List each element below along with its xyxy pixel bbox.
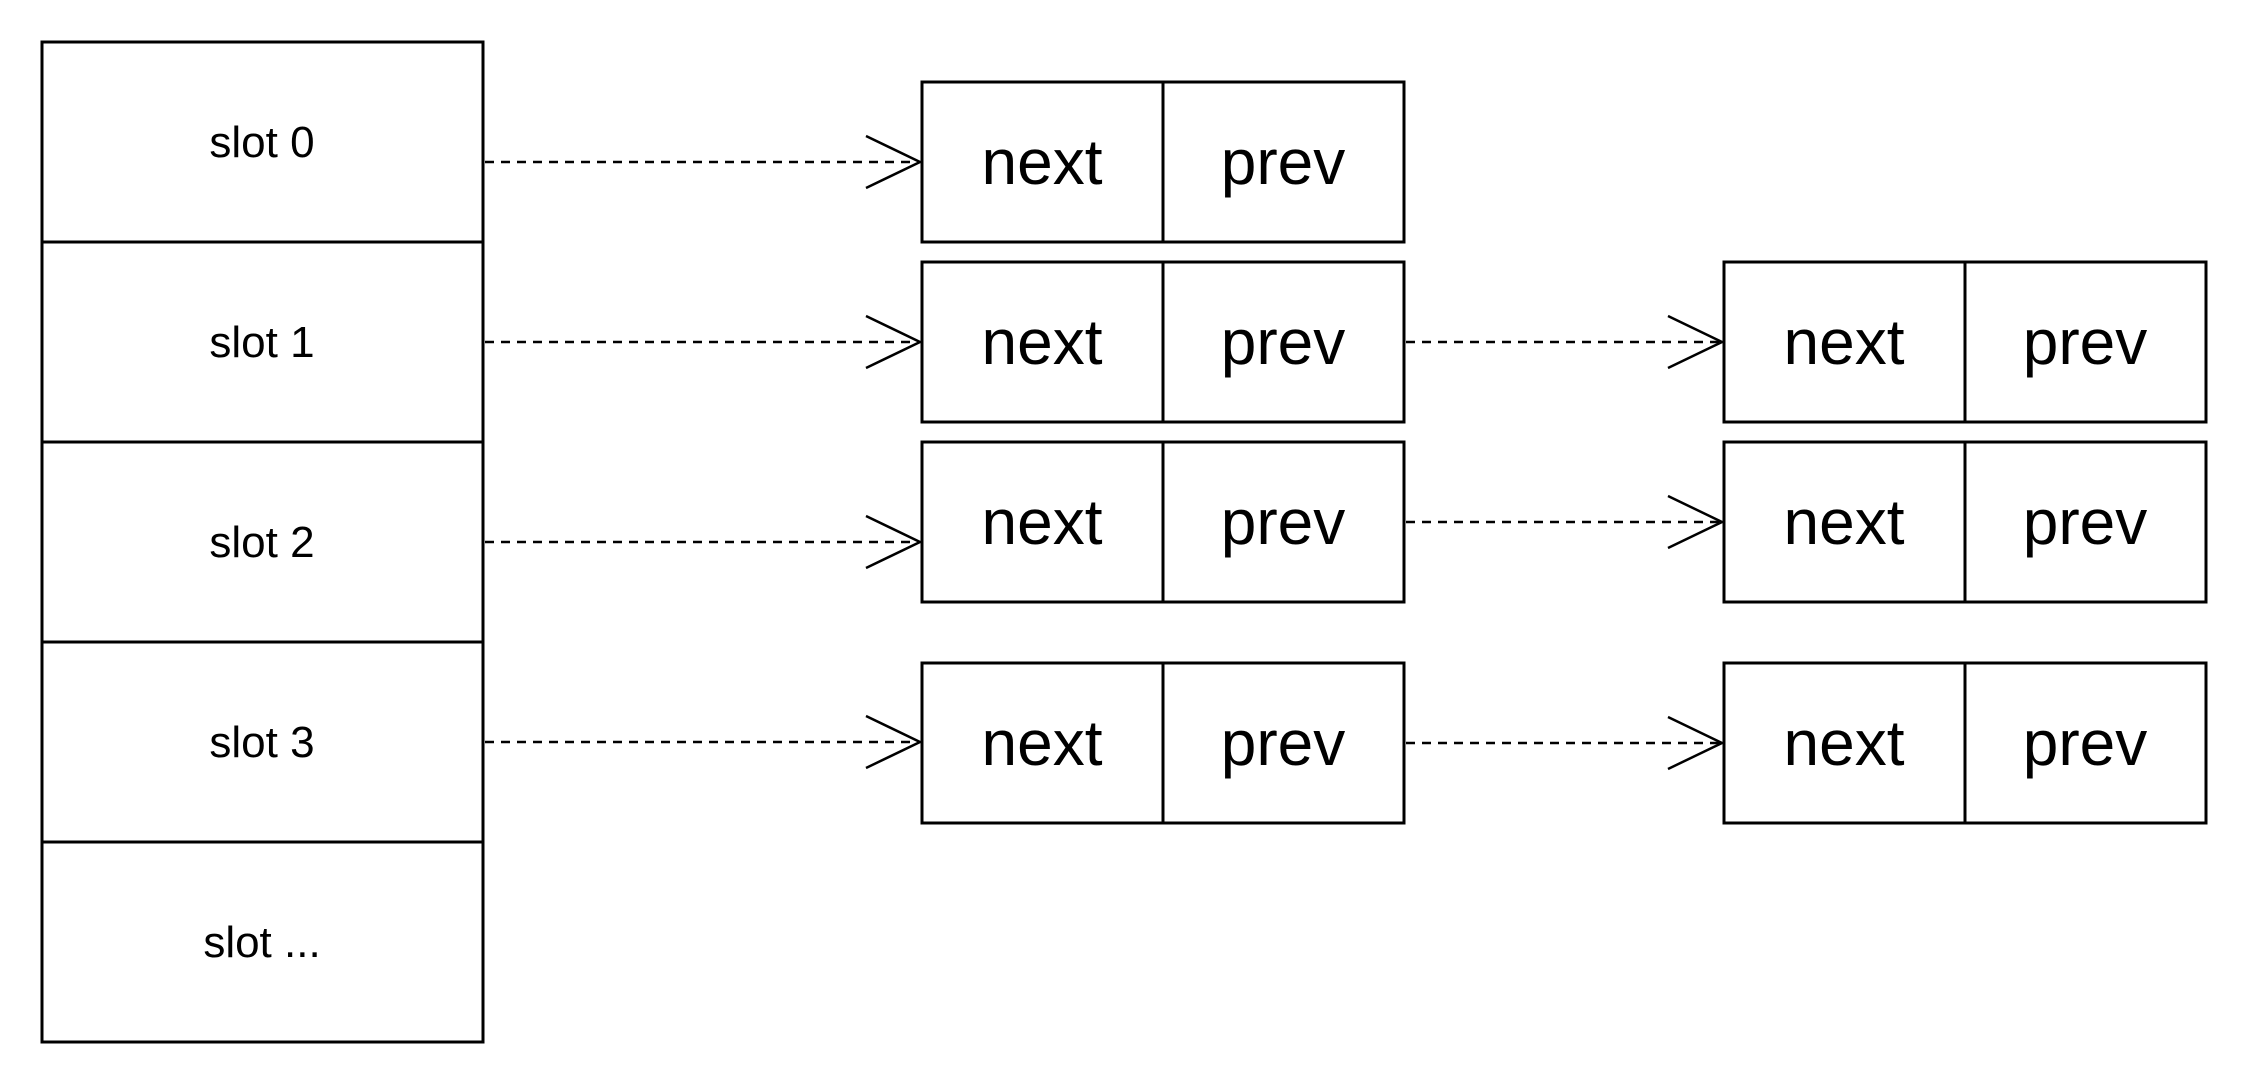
slot-3: slot 3 bbox=[40, 640, 485, 844]
node-next-field: next bbox=[982, 306, 1103, 378]
slot-ellipsis-label: slot ... bbox=[203, 918, 320, 967]
slot-ellipsis: slot ... bbox=[40, 840, 485, 1044]
slot-0-label: slot 0 bbox=[209, 118, 314, 167]
node-next-field: next bbox=[1784, 486, 1905, 558]
list-node: next prev bbox=[1722, 440, 2208, 604]
arrow-node-to-next-node bbox=[1406, 494, 1725, 550]
node-prev-field: prev bbox=[2023, 306, 2148, 378]
list-node: next prev bbox=[920, 80, 1406, 244]
slot-2-label: slot 2 bbox=[209, 518, 314, 567]
arrow-slot-1-to-node bbox=[485, 314, 923, 370]
slot-3-label: slot 3 bbox=[209, 718, 314, 767]
node-next-field: next bbox=[982, 707, 1103, 779]
list-node: next prev bbox=[920, 440, 1406, 604]
chain-slot-1: next prev next prev bbox=[485, 260, 2208, 424]
node-prev-field: prev bbox=[2023, 707, 2148, 779]
node-next-field: next bbox=[982, 486, 1103, 558]
list-node: next prev bbox=[1722, 260, 2208, 424]
arrow-node-to-next-node bbox=[1406, 314, 1725, 370]
arrow-slot-0-to-node bbox=[485, 134, 923, 190]
slot-1-label: slot 1 bbox=[209, 318, 314, 367]
list-node: next prev bbox=[920, 260, 1406, 424]
node-prev-field: prev bbox=[2023, 486, 2148, 558]
chain-slot-3: next prev next prev bbox=[485, 661, 2208, 825]
node-prev-field: prev bbox=[1221, 707, 1346, 779]
arrow-slot-2-to-node bbox=[485, 514, 923, 570]
node-prev-field: prev bbox=[1221, 486, 1346, 558]
slot-1: slot 1 bbox=[40, 240, 485, 444]
slot-2: slot 2 bbox=[40, 440, 485, 644]
node-prev-field: prev bbox=[1221, 306, 1346, 378]
node-next-field: next bbox=[1784, 306, 1905, 378]
arrow-node-to-next-node bbox=[1406, 715, 1725, 771]
node-next-field: next bbox=[1784, 707, 1905, 779]
arrow-slot-3-to-node bbox=[485, 714, 923, 770]
list-node: next prev bbox=[1722, 661, 2208, 825]
node-next-field: next bbox=[982, 126, 1103, 198]
chain-slot-2: next prev next prev bbox=[485, 440, 2208, 604]
slot-0: slot 0 bbox=[40, 40, 485, 244]
hash-table: slot 0 slot 1 slot 2 slot 3 slot ... bbox=[40, 40, 485, 1044]
chain-slot-0: next prev bbox=[485, 80, 1406, 244]
list-node: next prev bbox=[920, 661, 1406, 825]
node-prev-field: prev bbox=[1221, 126, 1346, 198]
